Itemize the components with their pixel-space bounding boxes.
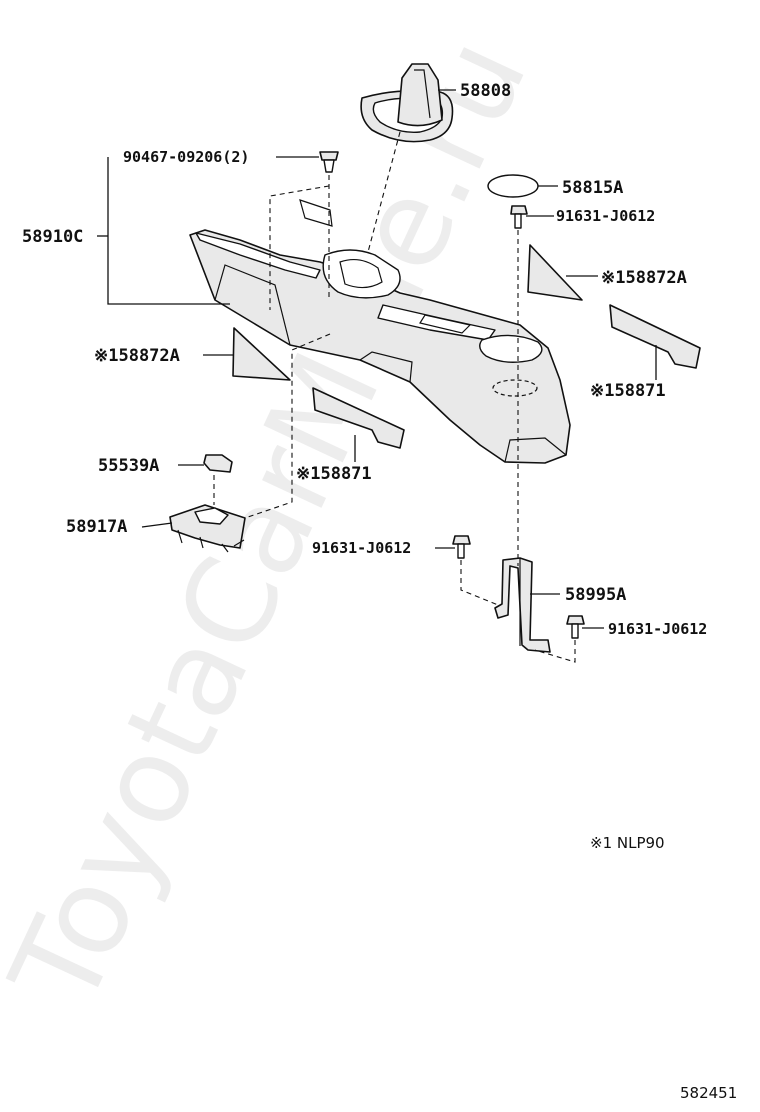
label-58872a-right: ※158872A xyxy=(601,268,687,288)
label-90467: 90467-09206(2) xyxy=(123,148,249,166)
screw-91631-c[interactable] xyxy=(566,615,585,639)
label-58917a: 58917A xyxy=(66,517,127,537)
clip-90467[interactable] xyxy=(319,151,339,173)
cover-55539a[interactable] xyxy=(203,454,233,473)
label-58872a-left: ※158872A xyxy=(94,346,180,366)
label-58871-middle: ※158871 xyxy=(296,464,372,484)
pad-58872a-left[interactable] xyxy=(232,327,291,381)
assembly-lines xyxy=(213,131,576,663)
cap-58815a[interactable] xyxy=(487,174,539,198)
label-91631-a: 91631-J0612 xyxy=(556,207,655,225)
leader-lines xyxy=(97,89,657,629)
shift-boot-58808[interactable] xyxy=(360,63,454,143)
label-58995a: 58995A xyxy=(565,585,626,605)
screw-91631-a[interactable] xyxy=(510,205,528,229)
label-58871-right: ※158871 xyxy=(590,381,666,401)
pad-58872a-right[interactable] xyxy=(527,244,583,301)
bracket-58995a[interactable] xyxy=(494,557,551,653)
pad-58871-middle[interactable] xyxy=(312,387,405,449)
label-91631-c: 91631-J0612 xyxy=(608,620,707,638)
label-58815a: 58815A xyxy=(562,178,623,198)
footnote: ※1 NLP90 xyxy=(590,834,665,852)
pad-58871-right[interactable] xyxy=(609,304,701,369)
label-58808: 58808 xyxy=(460,81,511,101)
screw-91631-b[interactable] xyxy=(452,535,471,559)
label-55539a: 55539A xyxy=(98,456,159,476)
console-box-58910c[interactable] xyxy=(189,199,571,464)
panel-58917a[interactable] xyxy=(169,504,246,553)
label-58910c: 58910C xyxy=(22,227,83,247)
diagram-number: 582451 xyxy=(680,1084,737,1102)
label-91631-b: 91631-J0612 xyxy=(312,539,411,557)
